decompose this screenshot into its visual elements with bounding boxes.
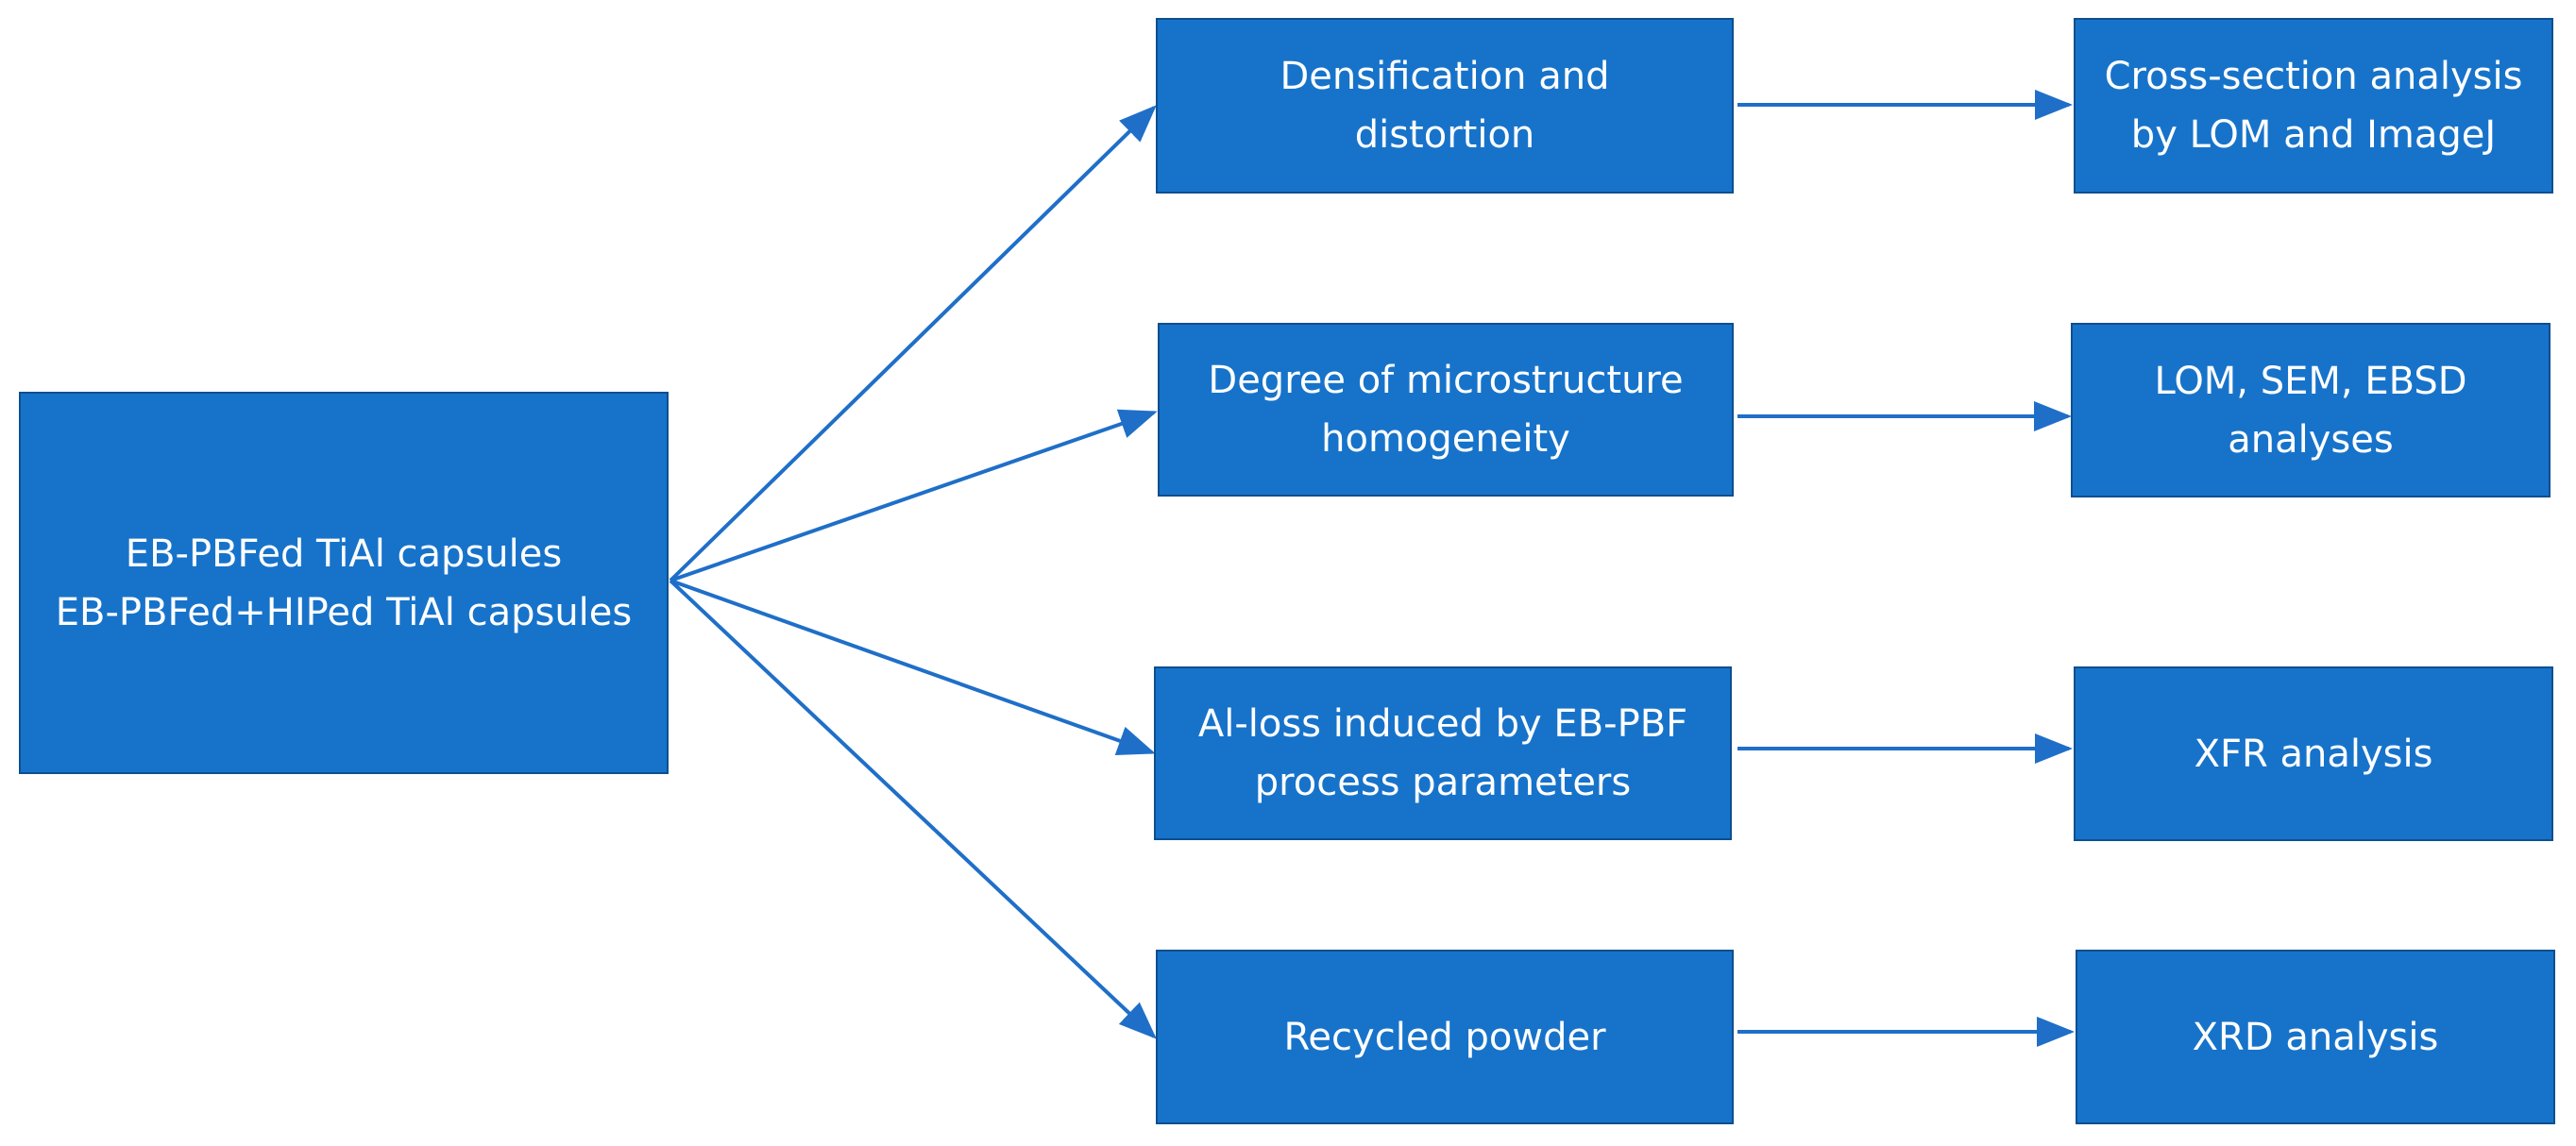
arrow-source-to-microstructure [669, 409, 1158, 582]
aspect-label: Al-loss induced by EB-PBF process parame… [1197, 702, 1688, 804]
method-box-xfr: XFR analysis [2074, 666, 2553, 841]
aspect-box-al-loss: Al-loss induced by EB-PBF process parame… [1154, 666, 1732, 840]
aspect-label: Degree of microstructure homogeneity [1208, 359, 1684, 461]
aspect-label: Recycled powder [1283, 1015, 1606, 1059]
method-box-lom-sem-ebsd: LOM, SEM, EBSD analyses [2071, 323, 2551, 497]
method-label: XRD analysis [2192, 1015, 2439, 1059]
method-label: XFR analysis [2194, 732, 2433, 776]
source-box: EB-PBFed TiAl capsules EB-PBFed+HIPed Ti… [19, 392, 669, 774]
aspect-box-microstructure: Degree of microstructure homogeneity [1158, 323, 1734, 497]
aspect-box-densification: Densification and distortion [1156, 18, 1734, 194]
method-label: Cross-section analysis by LOM and ImageJ [2104, 55, 2523, 157]
method-label: LOM, SEM, EBSD analyses [2154, 359, 2467, 462]
method-box-xrd: XRD analysis [2076, 950, 2555, 1124]
method-box-cross-section: Cross-section analysis by LOM and ImageJ [2074, 18, 2553, 194]
aspect-label: Densification and distortion [1280, 55, 1610, 157]
arrow-source-to-densification [669, 105, 1157, 582]
arrow-source-to-recycled-powder [669, 579, 1157, 1039]
source-label: EB-PBFed TiAl capsules EB-PBFed+HIPed Ti… [55, 531, 633, 634]
arrow-source-to-al-loss [669, 579, 1156, 755]
aspect-box-recycled-powder: Recycled powder [1156, 950, 1734, 1124]
